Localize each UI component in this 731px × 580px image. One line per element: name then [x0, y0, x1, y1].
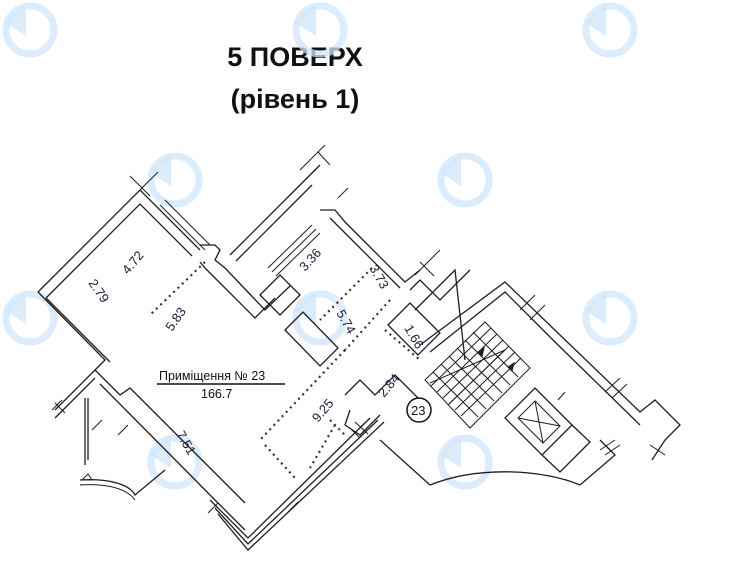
refresh-circle-icon [437, 434, 493, 490]
refresh-circle-icon [582, 290, 638, 346]
dimension-label: 3.73 [366, 262, 392, 291]
dimension-labels: 4.72 2.79 5.83 3.36 3.73 5.74 1.66 2.84 … [86, 245, 428, 457]
dimension-label: 2.79 [86, 276, 113, 305]
dimension-label: 4.72 [119, 248, 147, 277]
watermark-icons [2, 2, 638, 490]
dimension-label: 9.25 [309, 396, 337, 425]
apartment-walls [37, 144, 471, 551]
refresh-circle-icon [2, 2, 58, 58]
dimension-label: 5.83 [162, 304, 189, 333]
refresh-circle-icon [292, 290, 348, 346]
unit-marker: 23 [406, 397, 432, 423]
elevator-icon [504, 387, 591, 473]
room-label: Приміщення № 23 166.7 [157, 369, 285, 401]
dimension-label: 3.36 [296, 245, 324, 274]
dimension-label: 2.84 [375, 371, 403, 400]
dimension-label: 1.66 [401, 322, 427, 351]
partition-lines [149, 261, 421, 479]
room-name: Приміщення № 23 [159, 369, 265, 383]
unit-number: 23 [411, 403, 425, 418]
level-subtitle: (рівень 1) [230, 84, 360, 114]
refresh-circle-icon [147, 152, 203, 208]
refresh-circle-icon [582, 2, 638, 58]
room-area: 166.7 [201, 387, 232, 401]
refresh-circle-icon [147, 434, 203, 490]
refresh-circle-icon [2, 290, 58, 346]
refresh-circle-icon [292, 2, 348, 58]
stairwell [379, 281, 681, 486]
refresh-circle-icon [437, 152, 493, 208]
